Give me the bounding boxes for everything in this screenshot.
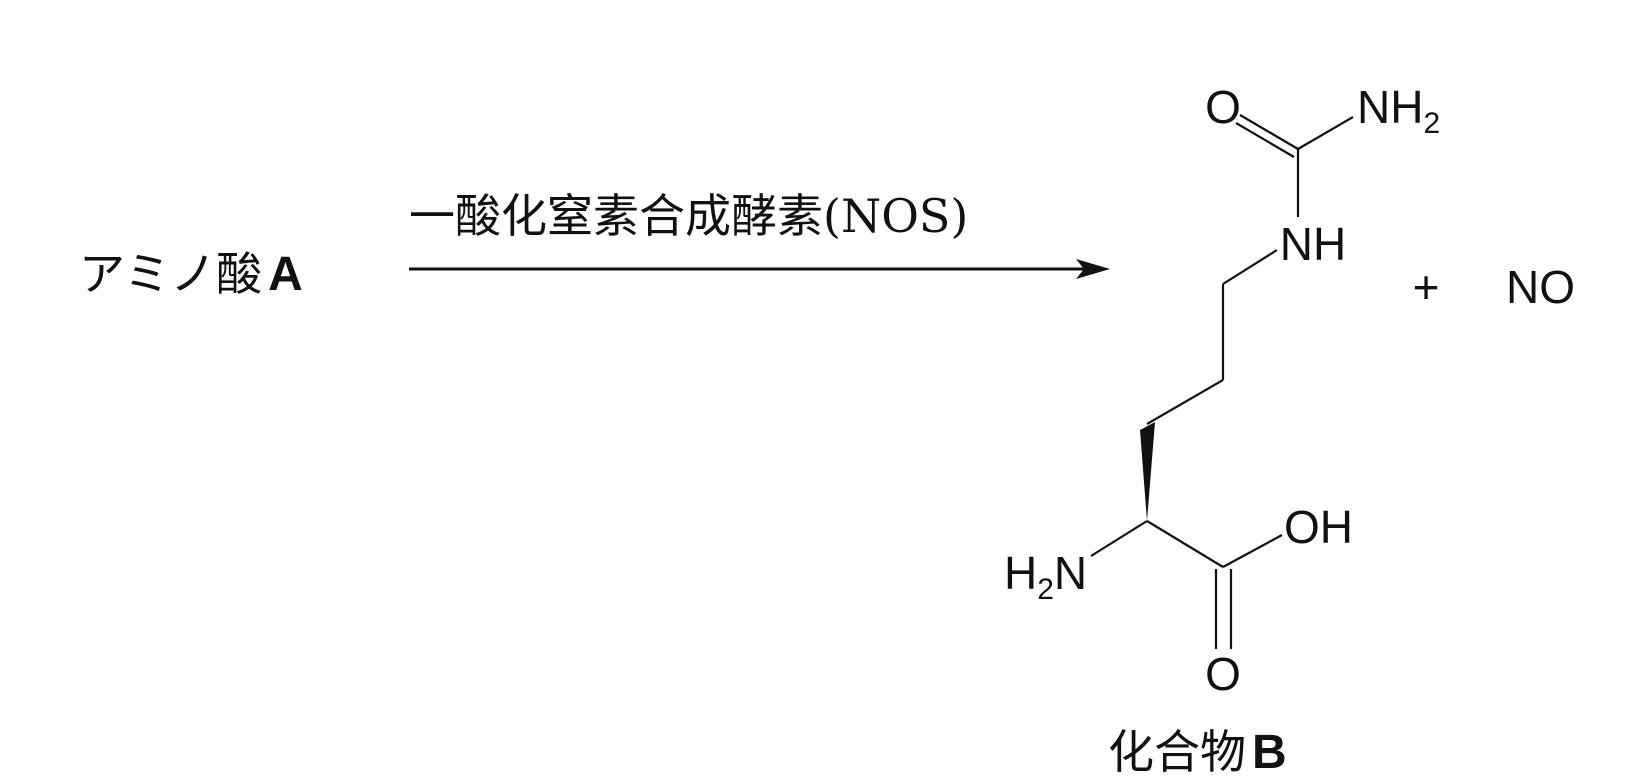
byproduct-no: NO: [1506, 261, 1575, 313]
compound-b-structure: O NH2 NH OH O H2N: [1004, 81, 1440, 700]
atom-h2n: H2N: [1004, 547, 1087, 606]
reactant-letter: A: [268, 248, 303, 301]
atom-nh2-urea-sub: 2: [1423, 107, 1440, 140]
product-name: 化合物: [1108, 725, 1246, 779]
atom-oh: OH: [1284, 501, 1353, 553]
atom-o-acid: O: [1205, 648, 1241, 700]
atom-h2n-n: N: [1054, 547, 1087, 599]
enzyme-label: 一酸化窒素合成酵素(NOS): [409, 189, 968, 243]
atom-nh2-urea: NH2: [1357, 81, 1440, 140]
atom-o-urea: O: [1205, 81, 1241, 133]
enzyme-name: 一酸化窒素合成酵素: [409, 189, 823, 243]
atom-nh: NH: [1280, 218, 1346, 270]
atom-h2n-sub: 2: [1037, 573, 1054, 606]
arrowhead-icon: [1076, 259, 1110, 279]
reactant-name: アミノ酸: [79, 247, 262, 301]
plus-sign: +: [1413, 261, 1440, 313]
reaction-arrow: [409, 259, 1110, 279]
atom-h2n-h: H: [1004, 547, 1037, 599]
atom-nh2-urea-text: NH: [1357, 81, 1423, 133]
enzyme-abbr: (NOS): [823, 189, 968, 243]
product-letter: B: [1252, 726, 1287, 779]
